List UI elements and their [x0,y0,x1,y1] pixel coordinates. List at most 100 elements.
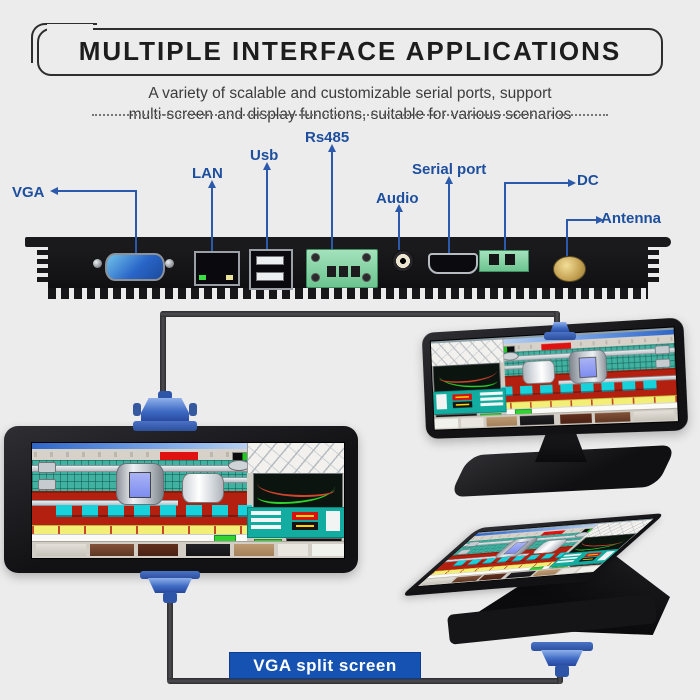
port-label-vga: VGA [12,184,45,201]
port-label-antenna: Antenna [601,210,661,227]
valve [654,345,670,355]
dc-socket [505,254,515,265]
audio-leader-line [398,211,400,250]
serial-leader-line [448,183,450,253]
screen-content-wrapper [430,329,679,430]
lan-led-green [199,275,206,280]
usb-tongue-bottom [256,272,284,281]
vga-cable [160,311,560,317]
connector-flange [531,642,593,651]
usb-arrow-icon [263,162,271,170]
thumbnail-row [32,541,344,558]
trend-curve-green [257,486,335,504]
valve [655,358,671,369]
lan-led-yellow [226,275,233,280]
vga-cable [167,678,563,684]
connector-body [541,650,583,666]
process-tank [521,359,556,385]
dc-leader-line [504,182,568,184]
connector-boot [163,592,177,603]
vga-split-screen-banner: VGA split screen [229,652,421,679]
vga-arrow-icon [50,187,58,195]
dc-leader-line [504,182,506,250]
connector-body [550,322,570,333]
dotted-divider [92,114,608,116]
pumps-row [56,505,252,517]
lan-port [194,251,240,286]
vga-leader-line [58,190,137,192]
port-label-lan: LAN [192,165,223,182]
tank-window [129,472,151,498]
connector-flange [544,332,576,340]
audio-jack [392,250,414,272]
heatsink-fins-right [648,250,659,286]
bar-lcd-monitor [4,426,358,573]
process-tank [116,463,164,505]
vga-cable [160,311,166,399]
lan-leader-line [211,187,213,251]
terminal-pin [339,266,348,277]
terminal-screw [362,273,371,282]
vga-leader-line [135,190,137,253]
serial-arrow-icon [445,176,453,184]
vga-port [105,253,165,281]
tank-window [578,356,598,378]
subtitle-line-1: A variety of scalable and customizable s… [148,85,552,102]
trend-sketch-panel [247,443,344,473]
rs485-leader-line [331,151,333,249]
connector-boot [158,391,172,400]
heatsink-fins-bottom [48,288,648,299]
panel-pc-bezel-edge [25,237,671,247]
dc-arrow-icon [568,179,576,187]
dc-terminal [479,250,529,272]
title-frame: MULTIPLE INTERFACE APPLICATIONS [31,23,663,76]
connector-screw [189,403,197,416]
process-tank [568,349,608,384]
trend-curve-red [257,483,335,497]
valve [38,462,56,473]
hmi-screen-content [32,443,344,558]
vga-connector [531,640,593,678]
monitor-screen [429,326,680,431]
terminal-pin [327,266,336,277]
heatsink-fins-left [37,250,48,286]
monitor-screen [31,442,345,559]
vga-cable [554,311,560,329]
title-frame-gap [47,24,93,33]
connector-flange [133,421,197,431]
screw [93,259,102,268]
vga-connector [544,322,576,341]
terminal-screw [311,253,320,262]
port-label-audio: Audio [376,190,419,207]
port-label-usb: Usb [250,147,279,164]
rs485-arrow-icon [328,144,336,152]
usb-port [249,249,293,290]
vga-connector [133,391,197,433]
connector-screw [133,403,141,416]
serial-port [428,253,478,274]
usb-leader-line [266,169,268,249]
control-panel [247,507,344,538]
valve [38,479,56,490]
connector-body [148,578,192,593]
subtitle: A variety of scalable and customizable s… [0,83,700,125]
port-label-rs485: Rs485 [305,129,350,146]
connector-body [141,398,189,422]
usb-tongue-top [256,256,284,265]
lan-arrow-icon [208,180,216,188]
alarm-strip [32,525,247,535]
control-panel [431,388,507,415]
hmi-screen-content [430,329,679,430]
terminal-screw [311,273,320,282]
antenna-arrow-icon [596,216,604,224]
antenna-leader-line [566,219,596,221]
dc-socket [489,254,499,265]
hmi-alarm-banner [160,452,198,460]
data-strip [32,534,247,542]
pipe [218,477,247,483]
terminal-screw [362,253,371,262]
process-tank [182,473,224,503]
page-title: MULTIPLE INTERFACE APPLICATIONS [78,36,622,66]
antenna-connector [553,256,586,282]
